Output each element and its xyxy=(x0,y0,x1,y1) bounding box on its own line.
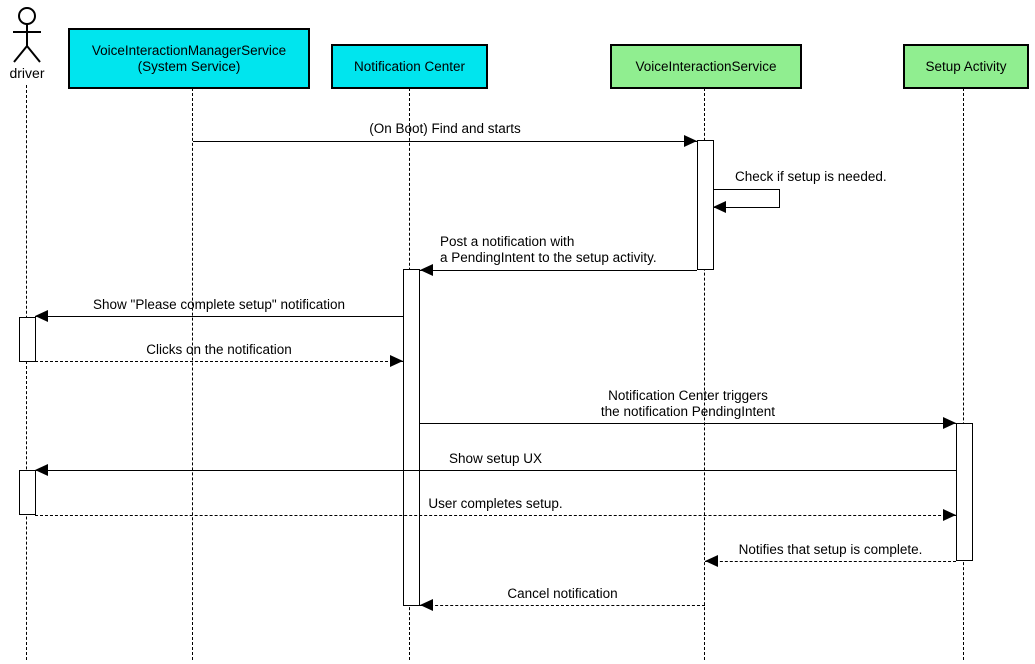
lifeline-driver xyxy=(26,85,27,660)
message-label: Post a notification with a PendingIntent… xyxy=(440,234,657,265)
arrowhead-icon xyxy=(943,417,956,429)
message-line xyxy=(420,605,705,606)
arrowhead-icon xyxy=(420,599,433,611)
activation-setup-activity xyxy=(956,423,973,561)
lifeline-voiceinteractionservice xyxy=(704,88,705,660)
arrowhead-icon xyxy=(713,201,726,213)
message-label: Notification Center triggers the notific… xyxy=(600,388,776,419)
message-line xyxy=(35,515,956,516)
message-line xyxy=(35,361,403,362)
message-label: Show setup UX xyxy=(448,451,543,466)
lifeline-voiceinteractionmanagerservice xyxy=(192,88,193,660)
message-label: User completes setup. xyxy=(428,496,563,511)
message-label: Clicks on the notification xyxy=(146,342,292,357)
arrowhead-icon xyxy=(35,464,48,476)
message-line xyxy=(35,470,956,471)
message-label: Check if setup is needed. xyxy=(735,169,887,184)
message-line xyxy=(420,423,956,424)
arrowhead-icon xyxy=(35,310,48,322)
arrowhead-icon xyxy=(705,555,718,567)
self-call-line xyxy=(713,189,780,208)
participant-notification-center: Notification Center xyxy=(331,44,488,89)
participant-voiceinteractionservice: VoiceInteractionService xyxy=(610,44,802,89)
message-label: Cancel notification xyxy=(507,586,618,601)
participant-voiceinteractionmanagerservice: VoiceInteractionManagerService (System S… xyxy=(68,28,310,89)
message-label: (On Boot) Find and starts xyxy=(369,121,521,136)
activation-notification-center xyxy=(403,269,420,606)
message-line xyxy=(705,561,956,562)
participant-setup-activity: Setup Activity xyxy=(903,44,1029,89)
message-line xyxy=(420,270,697,271)
message-label: Show "Please complete setup" notificatio… xyxy=(93,297,345,312)
message-line xyxy=(193,141,697,142)
arrowhead-icon xyxy=(420,264,433,276)
arrowhead-icon xyxy=(943,509,956,521)
lifeline-setup-activity xyxy=(963,88,964,660)
arrowhead-icon xyxy=(684,135,697,147)
message-label: Notifies that setup is complete. xyxy=(738,542,923,557)
activation-driver-2 xyxy=(19,470,36,515)
arrowhead-icon xyxy=(390,355,403,367)
message-line xyxy=(35,316,403,317)
activation-driver-1 xyxy=(19,317,36,362)
actor-icon xyxy=(13,7,41,63)
actor-label: driver xyxy=(9,65,45,81)
